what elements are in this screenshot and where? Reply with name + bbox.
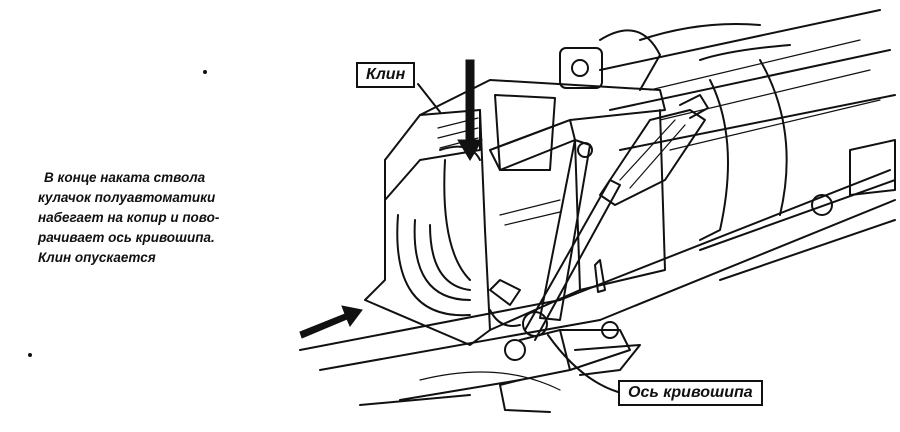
dot-mark	[203, 70, 207, 74]
cradle-rails	[299, 139, 896, 406]
roll-forward-arrow	[299, 305, 363, 339]
crank-axis-label: Ось кривошипа	[618, 380, 763, 406]
crank-axis-leader-line	[547, 334, 619, 393]
caption-line: рачивает ось кривошипа.	[38, 230, 215, 245]
caption-line: В конце наката ствола	[44, 170, 206, 185]
caption-line: набегает на копир и пово-	[38, 210, 220, 225]
wedge-label: Клин	[356, 62, 416, 88]
wedge-leader-line	[417, 83, 441, 113]
barrel-assembly	[559, 9, 896, 241]
dot-mark	[28, 353, 32, 357]
caption-line: кулачок полуавтоматики	[38, 190, 216, 205]
caption-line: Клин опускается	[38, 250, 156, 265]
crank-mechanism	[489, 94, 709, 413]
caption: В конце наката ствола кулачок полуавтома…	[38, 168, 219, 268]
